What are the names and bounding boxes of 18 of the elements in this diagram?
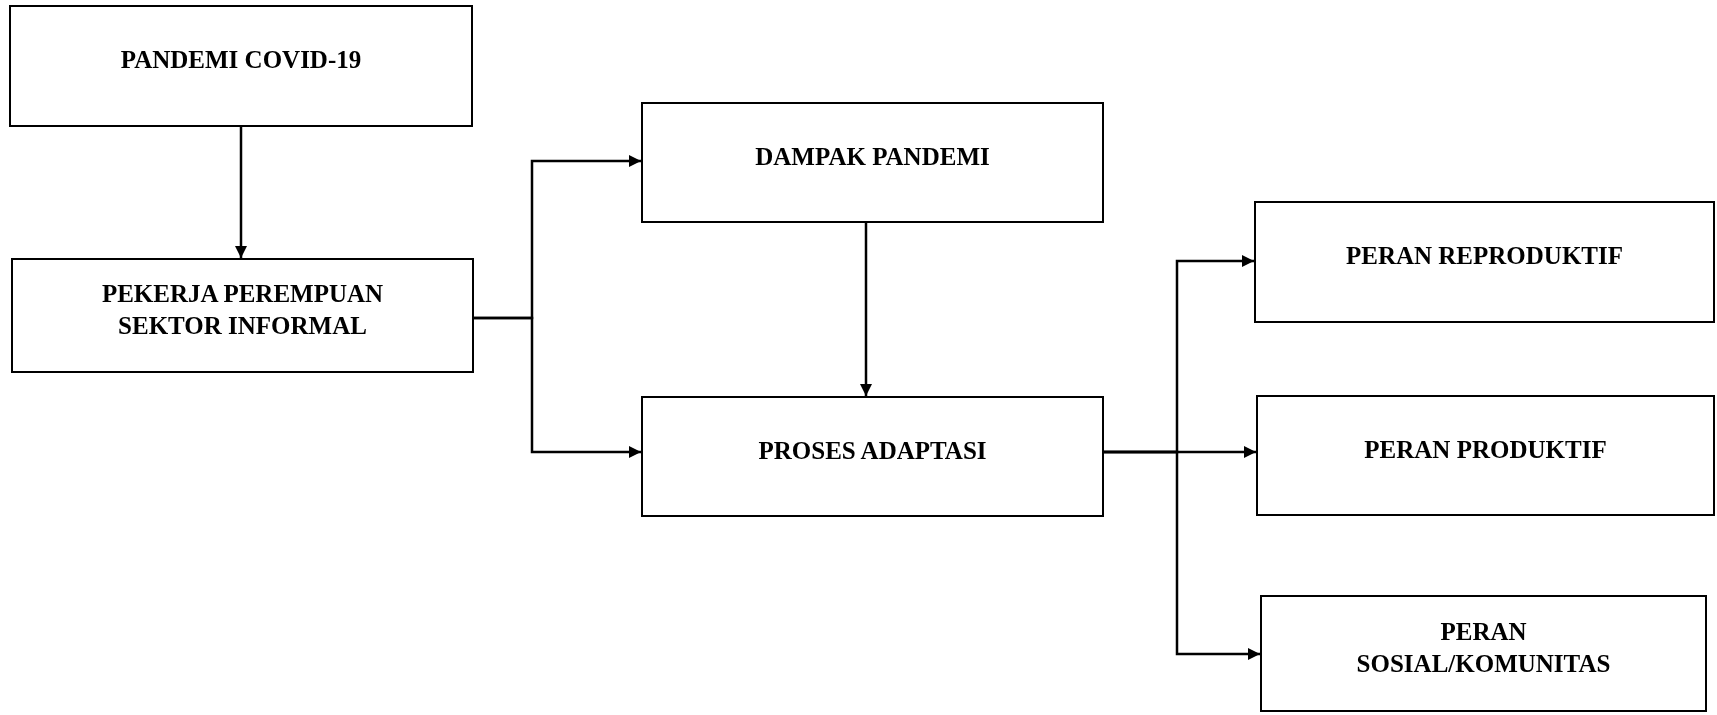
box-label: PERAN REPRODUKTIF xyxy=(1345,241,1624,272)
process-box xyxy=(9,5,473,127)
process-box xyxy=(641,396,1104,517)
process-box xyxy=(641,102,1104,223)
box-label: PERAN SOSIAL/KOMUNITAS xyxy=(1355,617,1612,679)
box-label: PEKERJA PEREMPUAN SEKTOR INFORMAL xyxy=(100,279,385,341)
box-label: PANDEMI COVID-19 xyxy=(120,45,362,76)
box-label: PROSES ADAPTASI xyxy=(758,435,987,466)
box-label: DAMPAK PANDEMI xyxy=(755,141,990,172)
box-label: PERAN PRODUKTIF xyxy=(1364,434,1607,465)
arrow xyxy=(474,316,641,458)
process-box xyxy=(1260,595,1707,712)
process-box xyxy=(1254,201,1715,323)
process-box xyxy=(1256,395,1715,516)
process-box xyxy=(11,258,474,373)
arrow xyxy=(235,127,247,258)
arrow xyxy=(860,223,872,396)
arrow xyxy=(1104,450,1260,660)
